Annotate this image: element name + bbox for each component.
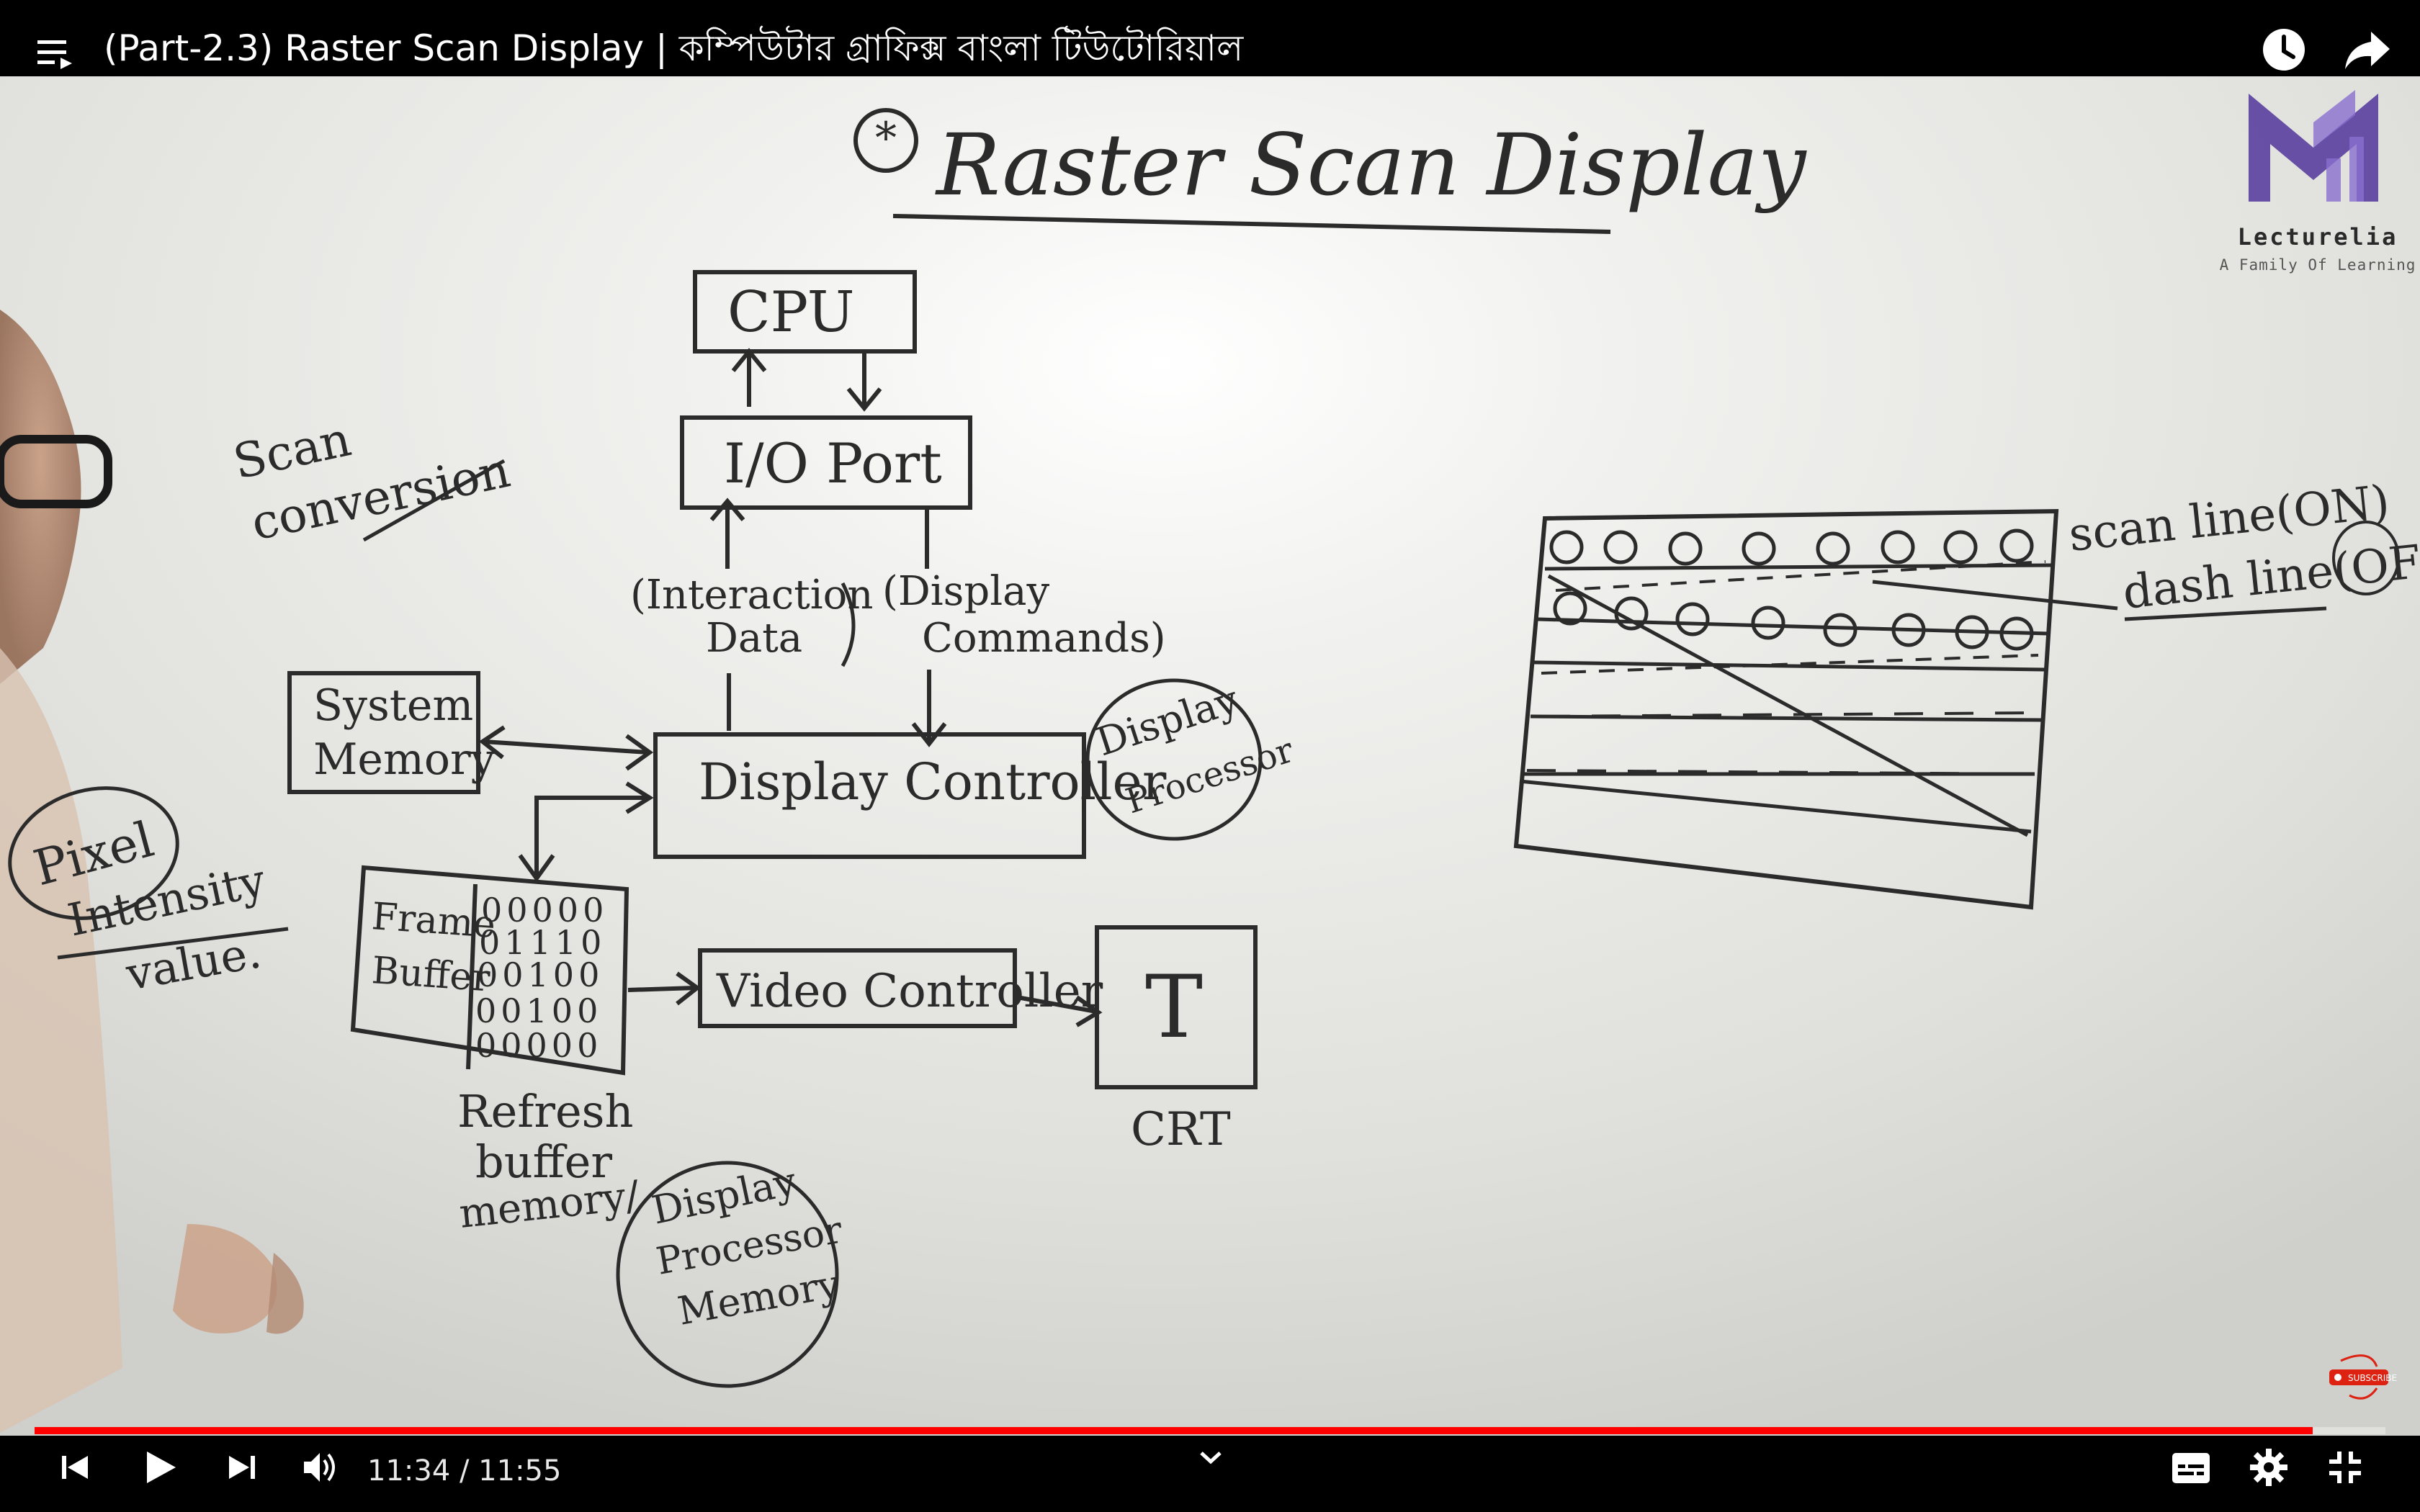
display-commands-label: (Display Commands) (882, 568, 1166, 662)
lecturelia-logo: Lecturelia A Family Of Learning (2220, 90, 2416, 274)
buffer-row-5: 00000 (475, 1026, 602, 1065)
svg-text:Refresh: Refresh (457, 1085, 633, 1138)
gear-icon[interactable] (2250, 1449, 2287, 1486)
frame-buffer: Frame Buffer 00000 01110 00100 00100 000… (350, 865, 629, 1076)
progress-played (35, 1427, 2313, 1434)
next-icon[interactable] (226, 1452, 258, 1483)
control-bar (0, 1436, 2420, 1512)
video-controller-box: Video Controller (698, 948, 1103, 1028)
heading-text: Raster Scan Display (935, 115, 1807, 215)
clock-icon[interactable] (2262, 27, 2306, 72)
brand-name: Lecturelia (2238, 223, 2398, 251)
controller-buffer-arrow (518, 781, 654, 883)
system-memory-box: System Memory (287, 671, 496, 794)
buffer-row-2: 01110 (479, 923, 606, 962)
exit-fullscreen-icon[interactable] (2328, 1450, 2362, 1485)
playlist-icon[interactable] (37, 37, 75, 69)
board-heading: * Raster Scan Display (853, 108, 1807, 234)
svg-text:(Display: (Display (882, 568, 1050, 615)
svg-text:CRT: CRT (1131, 1103, 1231, 1156)
svg-text:Buffer: Buffer (370, 949, 491, 1000)
svg-text:Memory: Memory (313, 734, 496, 785)
svg-text:I/O Port: I/O Port (724, 431, 942, 495)
volume-icon[interactable] (301, 1450, 339, 1485)
chevron-down-icon[interactable] (1198, 1450, 1223, 1466)
subscribe-watermark[interactable]: SUBSCRIBE (2329, 1354, 2397, 1400)
captions-icon[interactable] (2172, 1453, 2210, 1483)
svg-text:*: * (875, 113, 897, 163)
brand-tagline: A Family Of Learning (2220, 256, 2416, 274)
io-port-box: I/O Port (680, 415, 972, 510)
play-icon[interactable] (141, 1449, 179, 1486)
svg-text:(Interaction: (Interaction (630, 572, 873, 618)
svg-text:Display Controller: Display Controller (699, 752, 1167, 811)
svg-text:CPU: CPU (727, 280, 855, 345)
svg-text:T: T (1145, 958, 1203, 1058)
svg-text:Video Controller: Video Controller (716, 965, 1103, 1018)
crt-box: T CRT (1095, 925, 1258, 1156)
svg-text:SUBSCRIBE: SUBSCRIBE (2348, 1373, 2397, 1383)
previous-icon[interactable] (59, 1452, 91, 1483)
interaction-data-label: (Interaction Data (630, 572, 873, 667)
presenter (0, 310, 304, 1433)
cpu-io-arrows (731, 348, 882, 412)
buffer-video-arrow (627, 971, 702, 1006)
buffer-row-4: 00100 (475, 991, 602, 1030)
svg-text:Commands): Commands) (922, 615, 1166, 662)
io-controller-lines (709, 498, 947, 747)
top-bar: (Part-2.3) Raster Scan Display | কম্পিউট… (0, 0, 2420, 76)
memory-controller-arrow (478, 725, 654, 771)
buffer-row-3: 00100 (477, 955, 604, 994)
buffer-row-1: 00000 (481, 891, 608, 930)
share-icon[interactable] (2344, 29, 2391, 72)
time-display: 11:34 / 11:55 (367, 1454, 562, 1488)
cpu-box: CPU (693, 270, 917, 354)
svg-text:Frame: Frame (370, 895, 497, 947)
raster-screen-diagram (1513, 508, 2327, 910)
svg-text:Data: Data (706, 615, 802, 662)
svg-text:buffer: buffer (475, 1135, 612, 1188)
progress-bar[interactable] (35, 1427, 2385, 1434)
svg-text:System: System (313, 680, 473, 731)
video-title[interactable]: (Part-2.3) Raster Scan Display | কম্পিউট… (104, 27, 1244, 69)
